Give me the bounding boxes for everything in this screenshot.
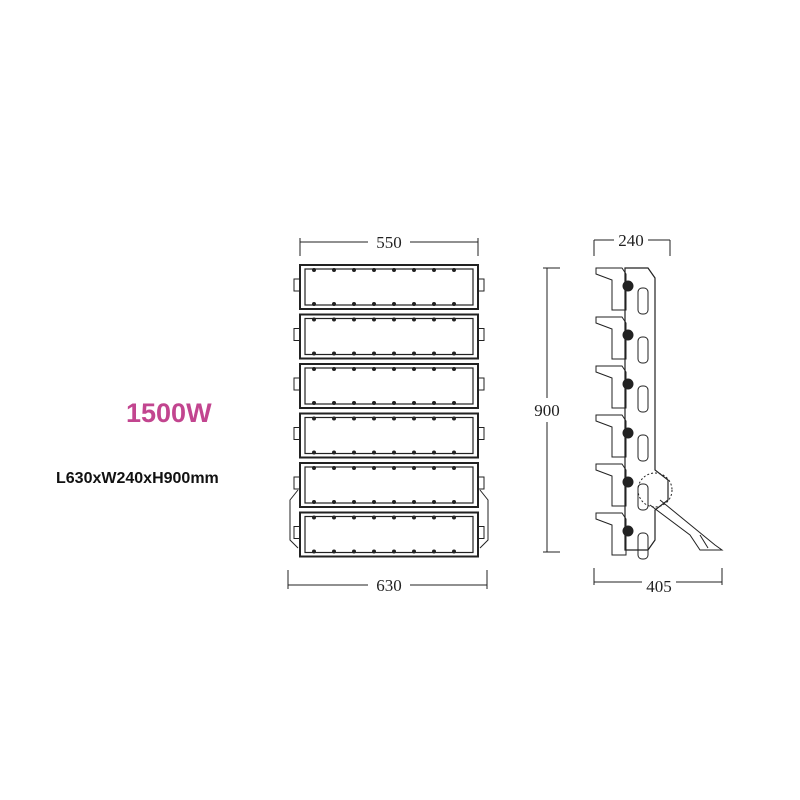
led-module (293, 363, 485, 409)
led-module (293, 313, 485, 360)
label-630: 630 (376, 576, 402, 595)
label-900: 900 (534, 401, 560, 420)
size-spec: L630xW240xH900mm (56, 470, 219, 487)
side-module (595, 463, 649, 511)
front-bracket (289, 489, 489, 549)
label-405: 405 (646, 577, 672, 596)
side-module (595, 512, 649, 560)
led-module (293, 462, 485, 508)
label-240: 240 (618, 231, 644, 250)
side-module (595, 316, 649, 364)
front-view (289, 264, 489, 558)
dimension-550 (299, 238, 479, 256)
led-module (293, 412, 485, 459)
dimension-900 (543, 267, 560, 553)
led-module (293, 511, 485, 558)
mounting-bracket (637, 472, 724, 551)
side-module (595, 414, 649, 462)
side-module (595, 365, 649, 413)
side-view (595, 267, 724, 560)
led-module (293, 264, 485, 310)
label-550: 550 (376, 233, 402, 252)
dimension-630 (287, 570, 488, 589)
dimension-240 (593, 239, 671, 256)
dimension-405 (593, 568, 723, 585)
power-rating: 1500W (126, 398, 212, 428)
side-module (595, 267, 649, 315)
